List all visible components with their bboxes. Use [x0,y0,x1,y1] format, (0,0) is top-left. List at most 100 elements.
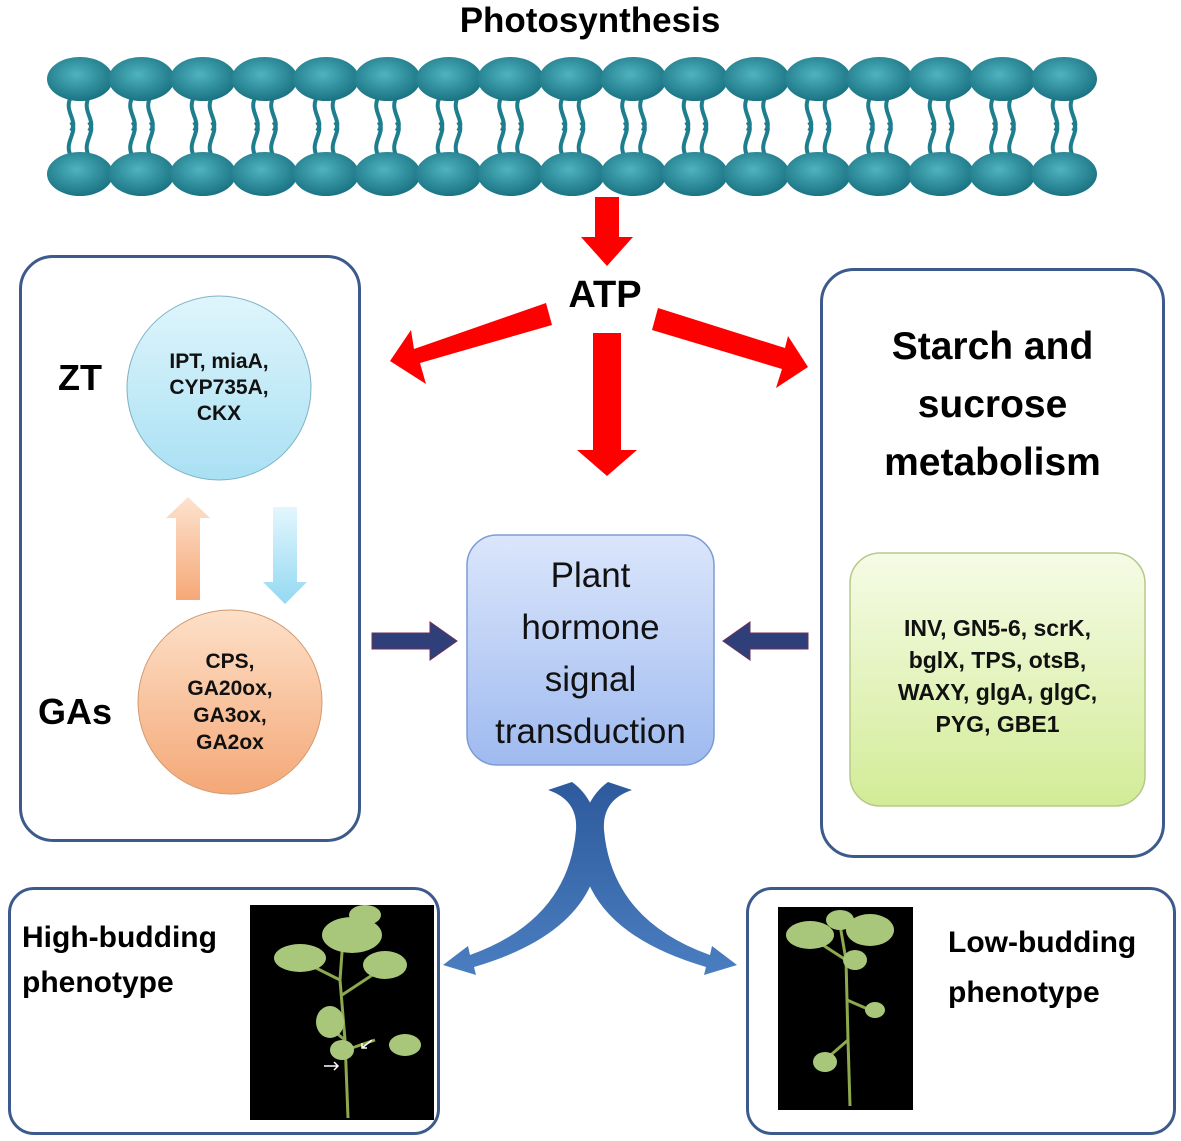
lipid-tail [312,96,322,157]
zt-gene-line: CYP735A, [169,376,269,399]
gas-gene-line: GA3ox, [193,704,267,727]
lipid-head [47,57,113,101]
lipid-tail [761,96,770,157]
lipid-tail [884,96,893,157]
gas-gene-line: GA2ox [196,731,264,754]
lipid-tail [251,96,260,157]
starch-gene-line: INV, GN5-6, scrK, [903,615,1092,641]
lipid-head [785,57,851,101]
zt-gene-line: IPT, miaA, [169,350,269,373]
lipid-tail [927,96,937,157]
center-box-text: Plant hormone signal transduction [467,550,714,758]
low-budding-line: phenotype [948,976,1100,1009]
lipid-tail [699,96,709,157]
lipid-head [293,57,359,101]
lipid-head [969,57,1036,101]
curve-arrow-right [580,782,737,975]
starch-gene-line: bglX, TPS, otsB, [908,647,1087,673]
lipid-head [416,152,482,196]
lipid-head [231,152,298,196]
lipid-head [1031,57,1097,101]
high-budding-line: phenotype [22,966,174,999]
lipid-tail [392,96,401,157]
low-budding-label: Low-budding phenotype [948,918,1163,1018]
lipid-tail [804,96,814,157]
lipid-tail [128,96,137,157]
low-budding-line: Low-budding [948,926,1137,959]
lipid-head [170,152,236,196]
arrow-atp-to-center [577,333,637,476]
arrow-right-panel-to-center [722,621,809,661]
lipid-tail [576,96,586,157]
lipid-tail [866,96,875,157]
starch-title: Starch and sucrose metabolism [830,318,1155,492]
zt-label: ZT [58,357,102,398]
lipid-head [785,152,851,196]
center-line: Plant [550,556,631,595]
gas-gene-line: GA20ox, [187,677,273,700]
lipid-head [416,57,482,101]
lipid-tail [515,96,524,157]
lipid-head [846,57,913,101]
membrane-bilayer [47,57,1097,196]
lipid-head [600,152,667,196]
lipid-head [662,57,728,101]
gas-gene-list: CPS, GA20ox, GA3ox, GA2ox [138,648,322,756]
lipid-tail [146,96,155,157]
lipid-head [293,152,359,196]
lipid-head [108,152,175,196]
zt-gene-line: CKX [196,402,242,425]
lipid-head [662,152,728,196]
lipid-tail [558,96,568,157]
lipid-tail [207,96,217,157]
lipid-head [477,152,544,196]
lipid-head [908,57,974,101]
lipid-tail [743,96,752,157]
photosynthesis-title: Photosynthesis [459,1,721,40]
lipid-head [908,152,974,196]
lipid-head [47,152,113,196]
arrow-left-panel-to-center [371,621,458,661]
gas-label: GAs [38,691,113,732]
lipid-head [354,57,421,101]
lipid-tail [638,96,647,157]
center-box [466,534,715,766]
lipid-tail [620,96,629,157]
high-budding-line: High-budding [22,921,217,954]
arrow-atp-to-left [390,303,552,384]
lipid-tail [1050,96,1060,157]
lipid-tail [84,96,94,157]
lipid-head [1031,152,1097,196]
lipid-head [723,152,790,196]
atp-label: ATP [568,274,642,316]
lipid-head [969,152,1036,196]
lipid-tail [1068,96,1078,157]
lipid-tail [822,96,832,157]
starch-gene-line: WAXY, glgA, glgC, [897,679,1098,705]
center-line: hormone [521,608,660,647]
lipid-head [846,152,913,196]
lipid-tail [66,96,76,157]
lipid-head [723,57,790,101]
lipid-head [477,57,544,101]
lipid-head [600,57,667,101]
lipid-tail [1007,96,1016,157]
zt-gene-list: IPT, miaA, CYP735A, CKX [127,349,311,427]
lipid-tail [330,96,340,157]
lipid-tail [269,96,278,157]
lipid-tail [989,96,998,157]
lipid-head [354,152,421,196]
lipid-tail [453,96,463,157]
lipid-head [231,57,298,101]
starch-title-line: sucrose [917,383,1068,426]
curve-arrow-left [443,782,600,975]
lipid-head [539,152,605,196]
high-budding-label: High-budding phenotype [22,915,247,1005]
arrow-atp-to-right [652,308,808,388]
starch-gene-list: INV, GN5-6, scrK, bglX, TPS, otsB, WAXY,… [850,612,1145,740]
lipid-tail [374,96,383,157]
lipid-tail [945,96,955,157]
red-arrows [390,197,808,476]
lipid-tail [681,96,691,157]
arrow-membrane-to-atp [581,197,633,266]
